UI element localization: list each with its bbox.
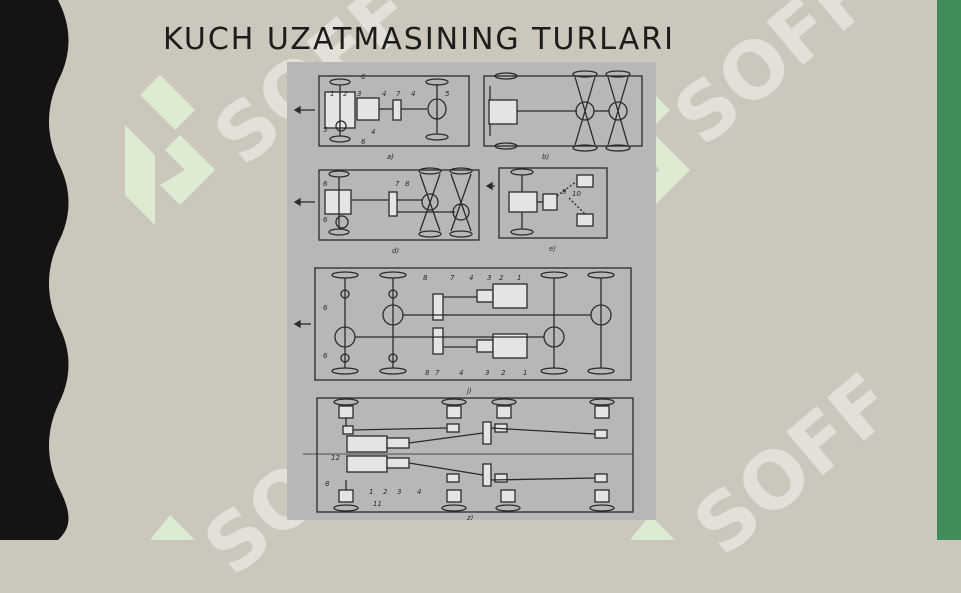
panel-caption: a) <box>387 153 394 161</box>
part-label: 4 <box>459 369 463 377</box>
part-label: 4 <box>417 488 421 496</box>
part-label: 8 <box>405 180 410 188</box>
transmission-schemes-figure: 1 2 3 4 7 4 5 6 5 4 6 a) <box>287 62 656 520</box>
part-label: 8 <box>425 369 430 377</box>
right-green-stripe <box>937 0 961 540</box>
watermark-logo-icon <box>125 75 215 225</box>
panel-caption: e) <box>549 245 556 253</box>
panel-caption: d) <box>392 247 399 255</box>
part-label: 8 <box>325 480 330 488</box>
panel-caption: j) <box>466 387 472 395</box>
panel-caption: z) <box>466 514 474 520</box>
part-label: 2 <box>499 274 504 282</box>
left-dark-band <box>0 0 69 540</box>
part-label: 7 <box>435 369 440 377</box>
part-label: 3 <box>397 488 401 496</box>
part-label: 1 <box>523 369 527 377</box>
panel-f-scheme <box>303 397 634 513</box>
part-label: 7 <box>396 90 401 98</box>
part-label: 11 <box>373 500 382 508</box>
part-label: 6 <box>361 73 366 81</box>
part-label: 1 <box>369 488 373 496</box>
part-label: 4 <box>469 274 473 282</box>
panel-d-scheme <box>485 167 608 239</box>
part-label: 9 <box>562 188 567 196</box>
part-label: 7 <box>395 180 400 188</box>
part-label: 5 <box>323 126 328 134</box>
part-label: 3 <box>357 90 361 98</box>
part-label: 6 <box>323 216 328 224</box>
part-label: 2 <box>343 90 348 98</box>
part-label: 1 <box>517 274 521 282</box>
panel-caption: b) <box>542 153 549 161</box>
part-label: 3 <box>485 369 489 377</box>
panel-c-scheme <box>293 167 480 241</box>
part-label: 5 <box>445 90 450 98</box>
slide-title: KUCH UZATMASINING TURLARI <box>163 22 675 57</box>
part-label: 12 <box>331 454 340 462</box>
part-label: 10 <box>572 190 581 198</box>
part-label: 6 <box>323 352 328 360</box>
panel-a-labels: 1 2 3 4 7 4 5 6 5 4 6 a) <box>323 73 450 161</box>
part-label: 1 <box>330 90 334 98</box>
watermark-logo-icon <box>630 515 675 540</box>
part-label: 7 <box>450 274 455 282</box>
part-label: 6 <box>361 138 366 146</box>
part-label: 4 <box>411 90 415 98</box>
watermark-logo-icon <box>150 515 195 540</box>
part-label: 6 <box>323 180 328 188</box>
part-label: 8 <box>423 274 428 282</box>
panel-a-scheme <box>293 75 470 147</box>
part-label: 4 <box>371 128 375 136</box>
part-label: 2 <box>383 488 388 496</box>
panel-b-scheme <box>483 70 643 152</box>
part-label: 2 <box>501 369 506 377</box>
part-label: 4 <box>382 90 386 98</box>
watermark: SOFF <box>677 356 912 574</box>
part-label: 3 <box>487 274 491 282</box>
part-label: 6 <box>323 304 328 312</box>
panel-e-scheme <box>293 267 632 381</box>
